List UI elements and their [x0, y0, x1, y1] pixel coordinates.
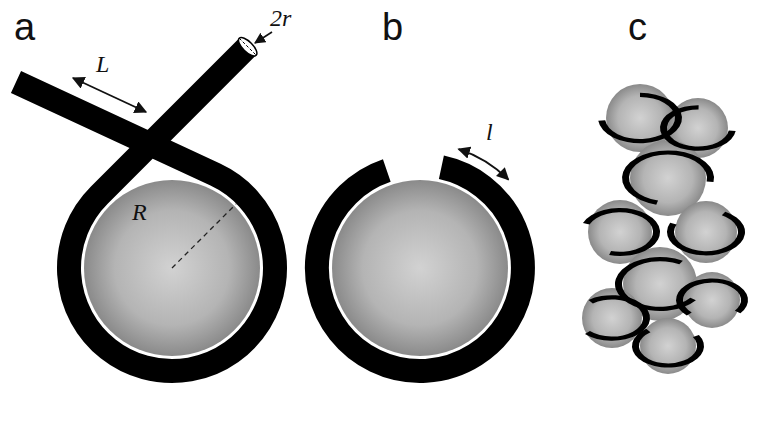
panel-letter: c — [628, 8, 647, 46]
band-cross-section — [236, 35, 260, 59]
wrapping-band — [667, 212, 745, 256]
dimension-label: L — [96, 52, 109, 76]
open-band — [317, 167, 523, 371]
sphere — [332, 180, 508, 356]
sphere-cluster — [582, 84, 748, 374]
wrapping-band — [632, 329, 704, 368]
radius-line — [172, 204, 236, 268]
diameter-line — [239, 38, 256, 55]
arc-length-arrow — [459, 149, 509, 180]
panel-letter: b — [382, 8, 403, 46]
length-arrow — [73, 78, 146, 112]
wrapping-band — [615, 257, 696, 311]
panel-letter: a — [14, 8, 35, 46]
wrapping-band — [16, 47, 275, 371]
dimension-label: R — [132, 200, 147, 224]
wrapping-band — [676, 278, 748, 315]
leader-arrow — [255, 32, 272, 43]
sphere — [84, 180, 260, 356]
dimension-label: 2r — [270, 6, 291, 30]
dimension-label: l — [486, 120, 493, 144]
wrapping-band — [660, 105, 736, 151]
wrapping-band — [622, 150, 714, 204]
wrapping-band — [583, 208, 660, 256]
